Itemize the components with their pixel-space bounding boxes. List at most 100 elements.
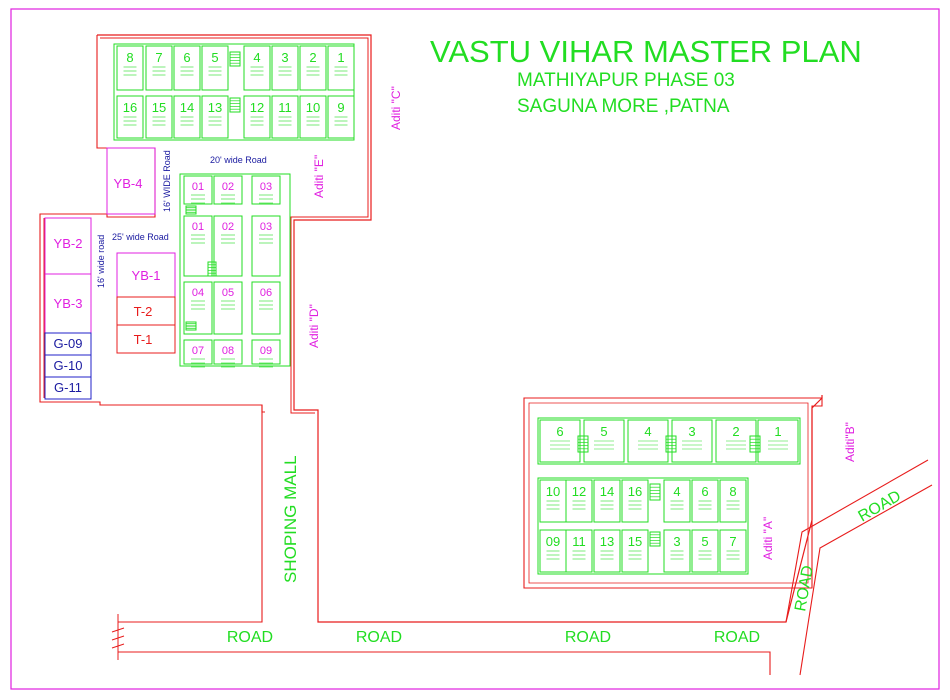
mall-boundary [118, 405, 263, 623]
unit-4: 4 [627, 419, 669, 463]
stair-outline [665, 435, 677, 453]
stair-icon [577, 435, 589, 453]
unit-number: 3 [673, 534, 680, 549]
unit-number: 01 [192, 221, 204, 233]
unit-number: 13 [600, 534, 614, 549]
label-g11: G-11 [54, 380, 82, 395]
unit-number: 6 [183, 50, 190, 65]
site-boundary-east [523, 397, 823, 589]
unit-outline [757, 419, 799, 463]
unit-03: 03 [251, 175, 281, 205]
unit-6: 6 [173, 45, 201, 91]
label-road-16ft-wide: 16' WIDE Road [162, 150, 172, 212]
unit-3: 3 [663, 529, 691, 573]
unit-4: 4 [663, 479, 691, 523]
unit-outline [173, 95, 201, 139]
block-b-outline [537, 417, 801, 465]
label-road-2: ROAD [356, 629, 402, 646]
unit-outline [299, 95, 327, 139]
plot-t1 [116, 324, 176, 354]
unit-outline [243, 45, 271, 91]
unit-5: 5 [201, 45, 229, 91]
unit-outline [627, 419, 669, 463]
unit-outline [251, 339, 281, 365]
unit-outline [565, 529, 593, 573]
unit-outline [663, 529, 691, 573]
unit-outline [183, 281, 213, 335]
stair-outline [185, 205, 197, 215]
unit-outline [691, 479, 719, 523]
label-aditi-d: Aditi "D" [307, 304, 321, 348]
unit-05: 05 [213, 281, 243, 335]
unit-number: 08 [222, 345, 234, 357]
unit-number: 11 [278, 100, 292, 115]
unit-outline [299, 45, 327, 91]
label-road-20ft: 20' wide Road [210, 155, 267, 165]
block-c-outline [113, 43, 355, 141]
unit-number: 4 [253, 50, 260, 65]
unit-outline [565, 479, 593, 523]
unit-number: 16 [123, 100, 137, 115]
stair-icon [185, 205, 197, 215]
unit-number: 13 [208, 100, 222, 115]
unit-02: 02 [213, 215, 243, 277]
unit-number: 06 [260, 287, 272, 299]
stair-icon [665, 435, 677, 453]
unit-7: 7 [145, 45, 173, 91]
stair-icon [749, 435, 761, 453]
unit-number: 02 [222, 221, 234, 233]
unit-04: 04 [183, 281, 213, 335]
unit-6: 6 [539, 419, 581, 463]
unit-number: 6 [556, 424, 563, 439]
stair-outline [649, 531, 661, 547]
unit-number: 5 [701, 534, 708, 549]
unit-10: 10 [299, 95, 327, 139]
unit-outline [183, 339, 213, 365]
stair-icon [229, 51, 241, 67]
site-boundary-inner [100, 37, 369, 414]
unit-15: 15 [145, 95, 173, 139]
unit-number: 9 [337, 100, 344, 115]
unit-outline [715, 419, 757, 463]
unit-outline [183, 175, 213, 205]
unit-number: 02 [222, 181, 234, 193]
unit-07: 07 [183, 339, 213, 368]
label-road-1: ROAD [227, 629, 273, 646]
unit-outline [271, 45, 299, 91]
unit-number: 01 [192, 181, 204, 193]
unit-number: 03 [260, 221, 272, 233]
unit-01: 01 [183, 215, 213, 277]
unit-outline [271, 95, 299, 139]
unit-number: 2 [732, 424, 739, 439]
unit-1: 1 [327, 45, 355, 91]
unit-11: 11 [565, 529, 593, 573]
unit-number: 10 [546, 484, 560, 499]
unit-number: 3 [281, 50, 288, 65]
unit-16: 16 [116, 95, 144, 139]
unit-2: 2 [299, 45, 327, 91]
unit-number: 15 [628, 534, 642, 549]
label-road-16ft: 16' wide road [96, 235, 106, 288]
unit-14: 14 [173, 95, 201, 139]
unit-outline [173, 45, 201, 91]
stair-outline [229, 97, 241, 113]
unit-outline [593, 479, 621, 523]
unit-number: 15 [152, 100, 166, 115]
unit-number: 11 [572, 534, 586, 549]
stair-icon [229, 97, 241, 113]
unit-outline [201, 45, 229, 91]
unit-3: 3 [671, 419, 713, 463]
unit-outline [621, 529, 649, 573]
unit-outline [583, 419, 625, 463]
stair-icon [649, 531, 661, 547]
label-aditi-e: Aditi "E" [312, 155, 326, 198]
unit-6: 6 [691, 479, 719, 523]
unit-outline [539, 419, 581, 463]
unit-number: 09 [260, 345, 272, 357]
unit-number: 8 [126, 50, 133, 65]
plan-subtitle-phase: MATHIYAPUR PHASE 03 [517, 70, 735, 91]
unit-outline [251, 215, 281, 277]
unit-number: 07 [192, 345, 204, 357]
unit-1: 1 [757, 419, 799, 463]
